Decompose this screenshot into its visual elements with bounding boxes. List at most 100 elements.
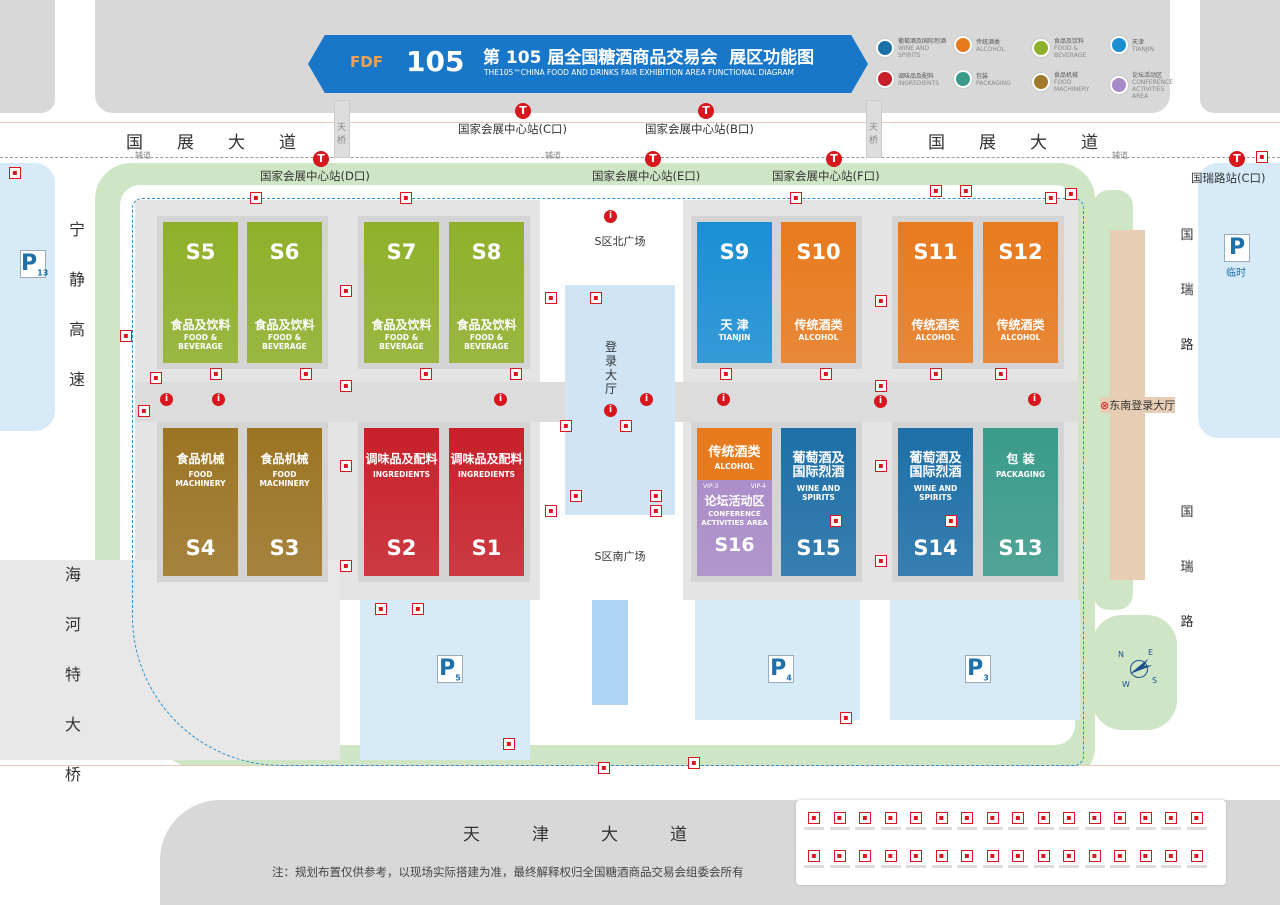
parking-p5[interactable]: P5 bbox=[437, 655, 463, 683]
facility-icon: ▪ bbox=[875, 460, 887, 472]
info-icon: i bbox=[494, 393, 507, 406]
info-icon: i bbox=[604, 404, 617, 417]
legend-label-placeholder bbox=[1059, 865, 1079, 868]
facility-icon: ▪ bbox=[875, 380, 887, 392]
west-parking-area bbox=[0, 163, 55, 431]
legend-label-placeholder bbox=[1161, 827, 1181, 830]
station-e: 国家会展中心站(E口) bbox=[592, 169, 701, 183]
legend-label-placeholder bbox=[1161, 865, 1181, 868]
facility-icon: ▪ bbox=[420, 368, 432, 380]
central-lobby bbox=[565, 285, 675, 515]
facility-icon: ▪ bbox=[1256, 151, 1268, 163]
facility-icon: ▪ bbox=[930, 368, 942, 380]
metro-icon: T bbox=[645, 151, 661, 167]
facility-icon: ▪ bbox=[840, 712, 852, 724]
facility-icon: ▪ bbox=[210, 368, 222, 380]
aux-road-label: 辅道 bbox=[135, 151, 151, 160]
facility-icon: ▪ bbox=[688, 757, 700, 769]
hall-category-en: ALCOHOL bbox=[798, 333, 839, 342]
facility-icon: ▪ bbox=[590, 292, 602, 304]
legend-facility-icon: ▪ bbox=[961, 812, 973, 824]
legend-facility-icon: ▪ bbox=[808, 850, 820, 862]
hall-category-cn: 食品机械 bbox=[260, 452, 309, 466]
hall-code: S16 bbox=[714, 534, 755, 556]
facility-icon: ▪ bbox=[412, 603, 424, 615]
facility-icon: ▪ bbox=[545, 505, 557, 517]
category-dot-icon bbox=[954, 36, 972, 54]
metro-icon: T bbox=[1229, 151, 1245, 167]
facility-icon: ▪ bbox=[250, 192, 262, 204]
hall-category-cn: 包 装 bbox=[1006, 452, 1035, 466]
legend-facility-icon: ▪ bbox=[859, 812, 871, 824]
hall-code: S1 bbox=[471, 536, 502, 560]
legend-facility-icon: ▪ bbox=[1088, 812, 1101, 824]
category-dot-icon bbox=[876, 70, 894, 88]
hall-category-en: CONFERENCE ACTIVITIES AREA bbox=[701, 510, 768, 527]
hall-code: S9 bbox=[719, 240, 750, 264]
vip-room: VIP-3 bbox=[703, 483, 719, 490]
legend-label-placeholder bbox=[1186, 865, 1207, 868]
facility-icon: ▪ bbox=[120, 330, 132, 342]
facility-icon: ▪ bbox=[650, 505, 662, 517]
facility-icon: ▪ bbox=[560, 420, 572, 432]
hall-category-en: WINE AND SPIRITS bbox=[796, 484, 841, 502]
bridge-label-west: 天桥 bbox=[337, 123, 347, 146]
info-icon: i bbox=[874, 395, 887, 408]
facility-icon: ▪ bbox=[875, 295, 887, 307]
south-plaza-label: S区南广场 bbox=[594, 550, 646, 563]
facility-icon: ▪ bbox=[720, 368, 732, 380]
hall-category-cn: 食品及饮料 bbox=[170, 318, 231, 332]
facility-icon: ▪ bbox=[995, 368, 1007, 380]
compass-icon: N E S W bbox=[1118, 648, 1158, 689]
fdf-logo: FDF bbox=[350, 53, 383, 71]
legend-label-placeholder bbox=[982, 865, 1003, 868]
legend-facility-icon: ▪ bbox=[1114, 850, 1126, 862]
parking-p4[interactable]: P4 bbox=[768, 655, 794, 683]
hall-code: S8 bbox=[471, 240, 502, 264]
hall-category-cn: 论坛活动区 bbox=[704, 494, 765, 508]
legend-label-placeholder bbox=[829, 865, 850, 868]
hall-top-category-en: ALCOHOL bbox=[714, 462, 755, 471]
road-haihe-bridge: 海河特大桥 bbox=[64, 565, 81, 784]
station-b: 国家会展中心站(B口) bbox=[645, 122, 754, 136]
aux-road-label-mid: 辅道 bbox=[545, 151, 561, 160]
info-icon: i bbox=[640, 393, 653, 406]
southeast-lobby-text: 东南登录大厅 bbox=[1109, 399, 1176, 412]
title-cn: 第 105 届全国糖酒商品交易会 展区功能图 bbox=[483, 48, 815, 68]
legend-facility-icon: ▪ bbox=[986, 812, 999, 824]
legend-facility-icon: ▪ bbox=[1190, 812, 1203, 824]
hall-category-cn: 传统酒类 bbox=[911, 318, 960, 332]
legend-label-placeholder bbox=[880, 865, 901, 868]
pool bbox=[592, 600, 628, 705]
legend-facility-icon: ▪ bbox=[1139, 812, 1152, 824]
parking-temp[interactable]: P bbox=[1224, 234, 1250, 262]
legend-label-placeholder bbox=[931, 827, 952, 830]
parking-p13[interactable]: P13 bbox=[20, 250, 49, 278]
parking-p3[interactable]: P3 bbox=[965, 655, 991, 683]
north-road-lines bbox=[0, 122, 1280, 158]
facility-icon: ▪ bbox=[875, 555, 887, 567]
legend-label-placeholder bbox=[804, 865, 824, 868]
legend-label-placeholder bbox=[804, 827, 824, 830]
facility-icon: ▪ bbox=[9, 167, 21, 179]
info-icon: i bbox=[160, 393, 173, 406]
legend-facility-icon: ▪ bbox=[1114, 812, 1126, 824]
legend-facility-icon: ▪ bbox=[1139, 850, 1152, 862]
